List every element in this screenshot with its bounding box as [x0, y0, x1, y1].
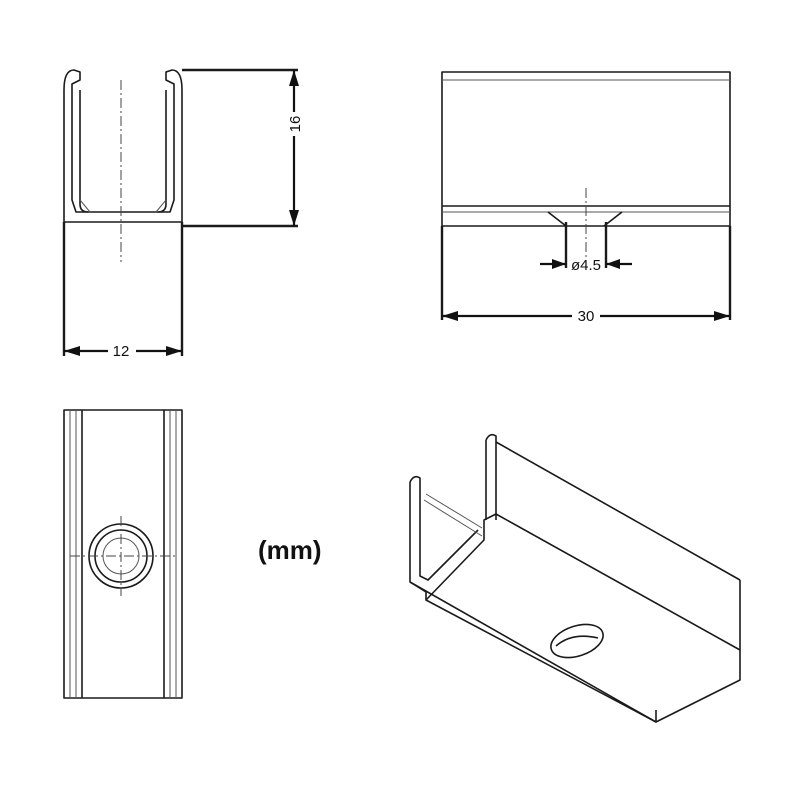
dimension-length-label: 30	[578, 308, 595, 325]
dimension-height: 16	[284, 70, 304, 226]
unit-label: (mm)	[258, 535, 322, 565]
front-view	[62, 68, 298, 356]
dimension-width: 12	[64, 340, 182, 360]
isometric-view	[409, 433, 741, 723]
dimension-height-label: 16	[287, 116, 304, 133]
dimension-length: 30	[442, 305, 730, 325]
dimension-width-label: 12	[113, 343, 130, 360]
dimension-hole-label: ø4.5	[571, 257, 601, 274]
side-view	[440, 71, 732, 320]
bottom-view	[63, 409, 183, 699]
dimension-hole: ø4.5	[540, 257, 632, 274]
